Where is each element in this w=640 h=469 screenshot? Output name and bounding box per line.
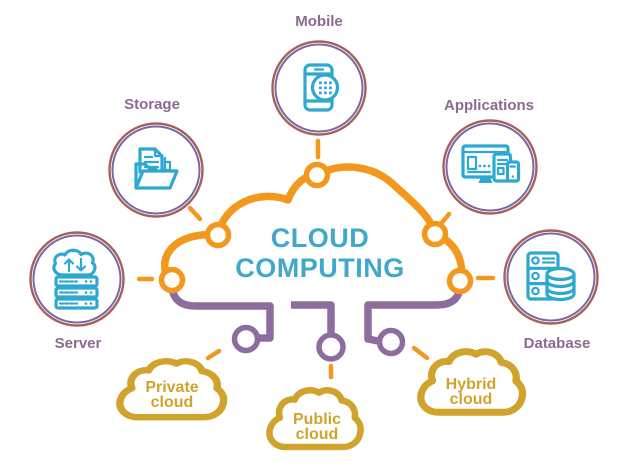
server-node bbox=[29, 231, 125, 327]
cloud-node-right bbox=[446, 267, 474, 295]
applications-circle-ring bbox=[442, 119, 538, 215]
connector-storage bbox=[187, 205, 203, 222]
applications-circle-ring-inner bbox=[445, 122, 535, 212]
server-circle-ring bbox=[29, 231, 125, 327]
server-cloud-sync-icon bbox=[52, 248, 99, 310]
connector-hybrid-cloud bbox=[411, 345, 430, 361]
cloud-leg-middle bbox=[291, 301, 335, 334]
storage-label: Storage bbox=[124, 96, 180, 113]
devices-icon bbox=[461, 144, 521, 183]
mobile-apps-icon bbox=[303, 63, 340, 112]
storage-circle-ring-inner bbox=[111, 125, 201, 215]
cloud-node-top bbox=[303, 161, 331, 189]
leg-node-hybrid bbox=[376, 327, 406, 357]
applications-node bbox=[442, 119, 538, 215]
database-circle-ring-inner bbox=[506, 232, 596, 322]
folder-documents-icon bbox=[134, 147, 179, 190]
database-rack-icon bbox=[526, 251, 576, 302]
private-cloud-label: Private cloud bbox=[122, 379, 222, 411]
cloud-node-upper-left bbox=[204, 221, 232, 249]
cloud-node-left bbox=[158, 266, 186, 294]
diagram-title-line2: COMPUTING bbox=[235, 253, 405, 283]
public-cloud-label-line1: Public bbox=[292, 411, 341, 428]
mobile-label: Mobile bbox=[295, 13, 343, 30]
mobile-node bbox=[271, 40, 367, 136]
database-label: Database bbox=[523, 335, 591, 352]
leg-node-private bbox=[231, 324, 261, 354]
diagram-title: CLOUD COMPUTING bbox=[190, 223, 450, 283]
database-node bbox=[503, 229, 599, 325]
storage-node bbox=[108, 122, 204, 218]
diagram-title-line1: CLOUD bbox=[270, 223, 370, 253]
private-cloud-label-line1: Private bbox=[145, 379, 199, 396]
hybrid-cloud-label-line1: Hybrid bbox=[445, 376, 497, 393]
leg-node-public bbox=[316, 332, 346, 362]
server-circle-ring-inner bbox=[32, 234, 122, 324]
private-cloud-label-line2: cloud bbox=[150, 394, 194, 411]
server-label: Server bbox=[54, 335, 102, 352]
public-cloud-label: Public cloud bbox=[267, 411, 367, 443]
connector-private-cloud bbox=[205, 348, 222, 361]
cloud-node-upper-right bbox=[421, 220, 449, 248]
public-cloud-label-line2: cloud bbox=[295, 426, 339, 443]
hybrid-cloud-label: Hybrid cloud bbox=[421, 376, 521, 408]
mobile-circle-ring-inner bbox=[274, 43, 364, 133]
hybrid-cloud-label-line2: cloud bbox=[449, 391, 493, 408]
applications-label: Applications bbox=[443, 97, 534, 114]
